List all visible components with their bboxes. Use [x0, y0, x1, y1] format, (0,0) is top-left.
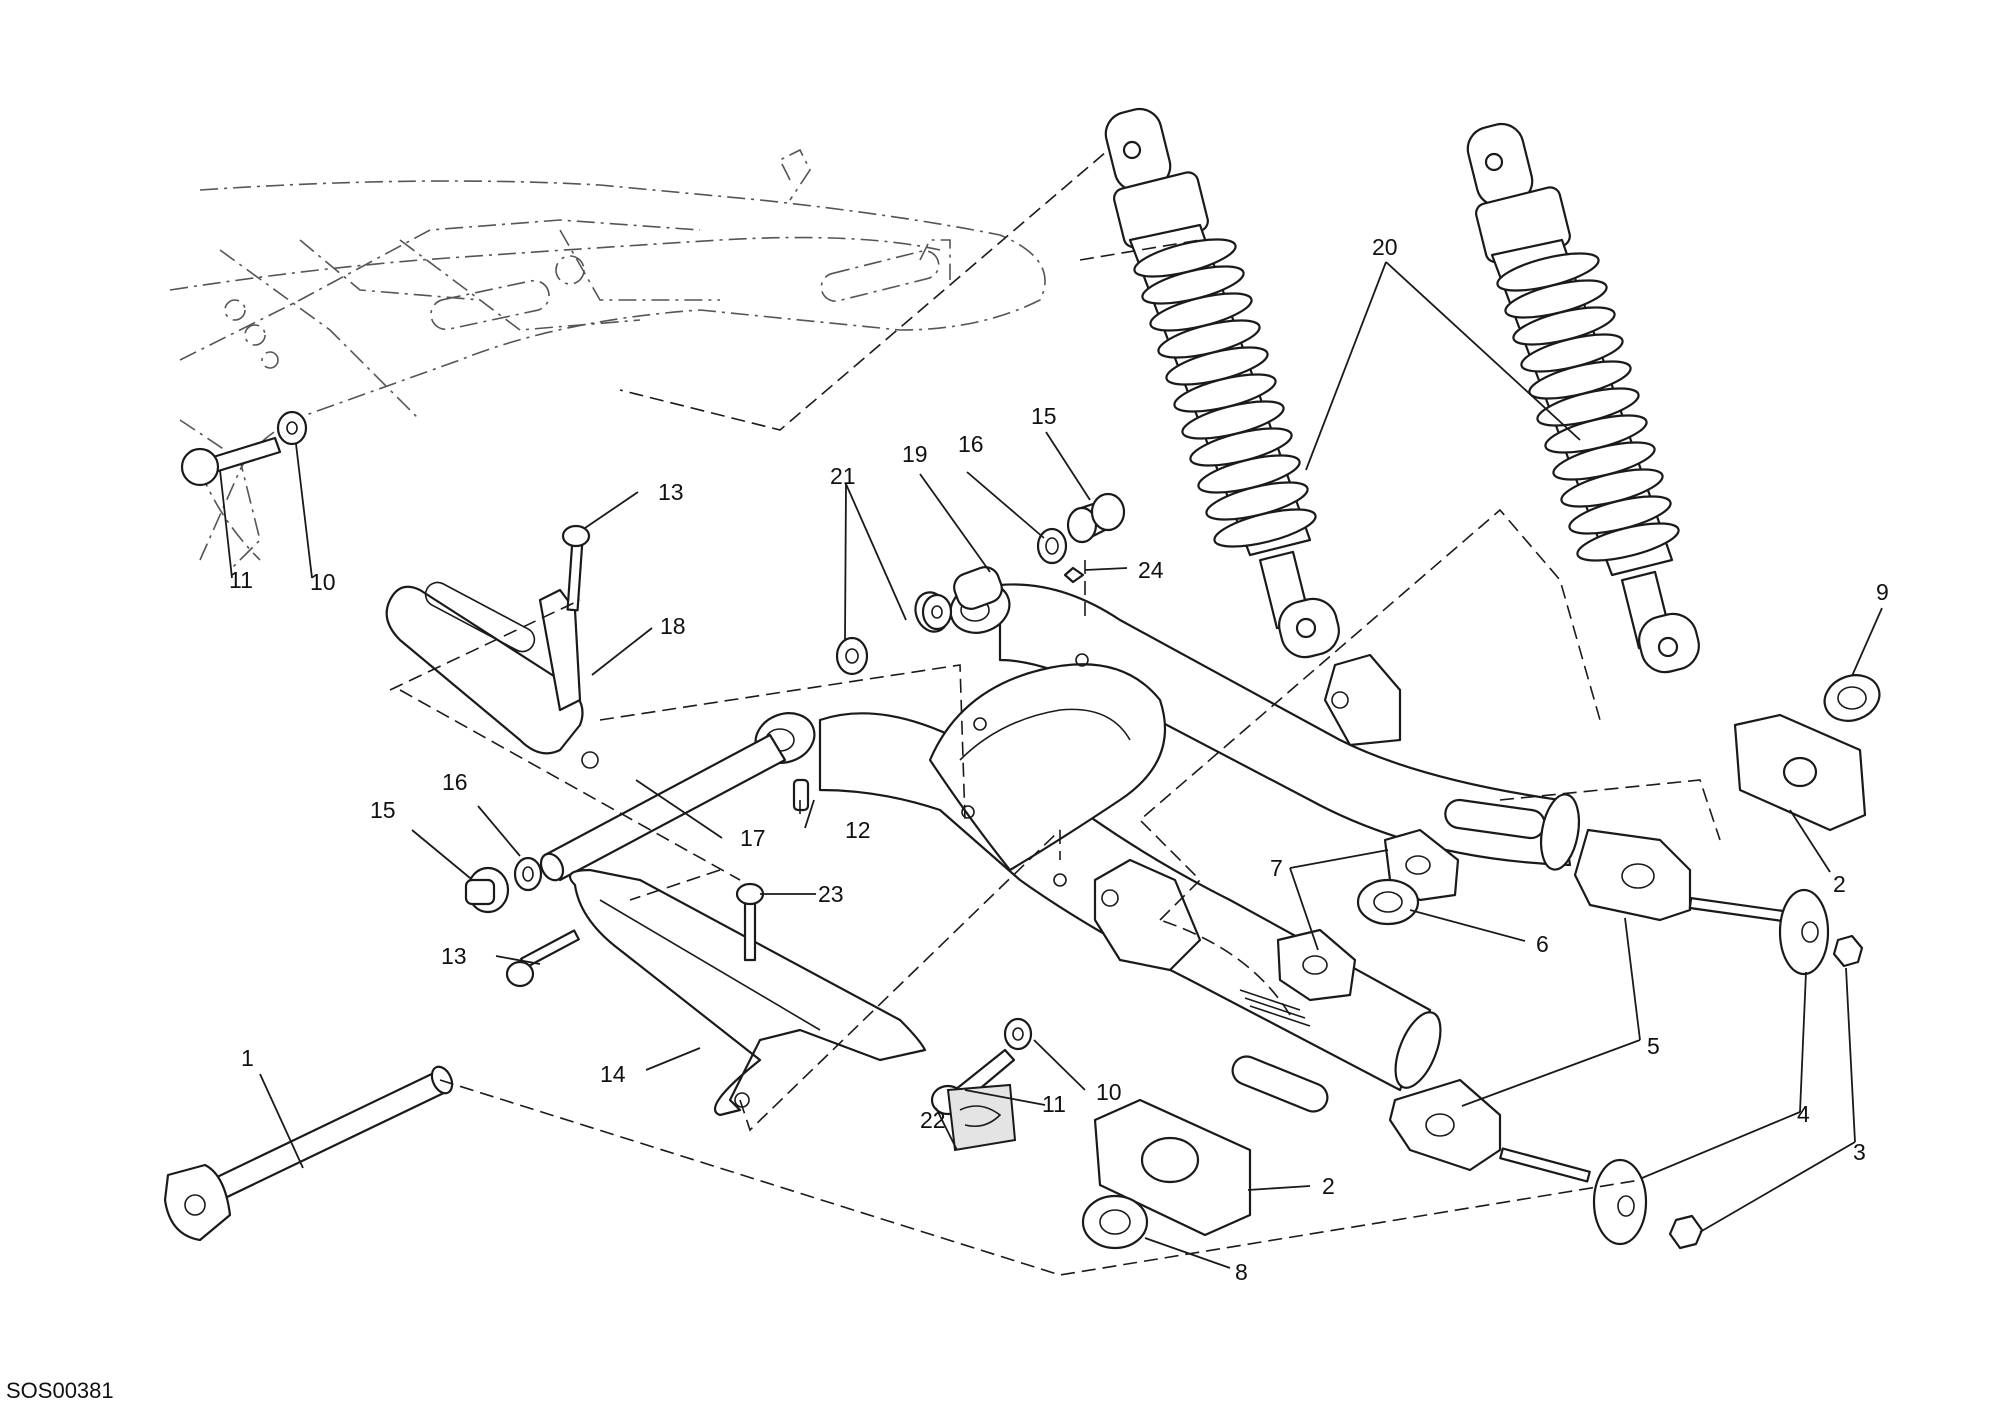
callout-14: 14	[600, 1061, 626, 1087]
spring-coils-left	[1133, 238, 1317, 548]
grease-nipples	[792, 566, 1085, 812]
callout-16a: 16	[958, 431, 984, 457]
wheel-axle	[163, 1065, 454, 1242]
callout-10b: 10	[1096, 1079, 1122, 1105]
callout-11b: 11	[1042, 1091, 1066, 1117]
callout-13b: 13	[441, 943, 467, 969]
bolts	[180, 410, 1033, 1116]
callout-9: 9	[1876, 579, 1889, 605]
callout-22: 22	[920, 1107, 946, 1133]
callout-15b: 15	[370, 797, 396, 823]
callout-16b: 16	[442, 769, 468, 795]
assembly-lines	[389, 239, 1721, 1276]
callout-23: 23	[818, 881, 844, 907]
leader-lines	[219, 261, 1883, 1269]
callout-5: 5	[1647, 1033, 1660, 1059]
callout-2b: 2	[1322, 1173, 1335, 1199]
callout-24: 24	[1138, 557, 1164, 583]
callout-19: 19	[902, 441, 928, 467]
callout-6: 6	[1536, 931, 1549, 957]
callout-8: 8	[1235, 1259, 1248, 1285]
callout-10a: 10	[310, 569, 336, 595]
callout-21: 21	[830, 463, 856, 489]
shock-absorber-left	[619, 107, 1340, 659]
callout-18: 18	[660, 613, 686, 639]
frame-outline	[169, 148, 1046, 571]
bushing-set-top	[1036, 492, 1126, 565]
callout-12: 12	[845, 817, 871, 843]
shock-absorber-right	[1466, 122, 1700, 674]
callout-labels: 1 2 2 3 4 5 6 7 8 9 10 10 11 11 12 13 13…	[229, 234, 1889, 1285]
callout-4: 4	[1797, 1101, 1810, 1127]
callout-15a: 15	[1031, 403, 1057, 429]
bushing-set-left	[464, 856, 543, 914]
callout-20: 20	[1372, 234, 1398, 260]
callout-17: 17	[740, 825, 766, 851]
chain-guard	[568, 868, 927, 1117]
spring-coils-right	[1496, 252, 1680, 562]
callout-13a: 13	[658, 479, 684, 505]
callout-1: 1	[241, 1045, 254, 1071]
drawing-code: SOS00381	[6, 1378, 114, 1403]
chain-slider	[385, 581, 599, 769]
spacers	[835, 566, 1003, 676]
callout-2a: 2	[1833, 871, 1846, 897]
callout-3: 3	[1853, 1139, 1866, 1165]
callout-7: 7	[1270, 855, 1283, 881]
callout-11a: 11	[229, 567, 253, 593]
chain-adjusters	[946, 674, 1881, 1250]
pivot-shaft	[539, 733, 787, 882]
